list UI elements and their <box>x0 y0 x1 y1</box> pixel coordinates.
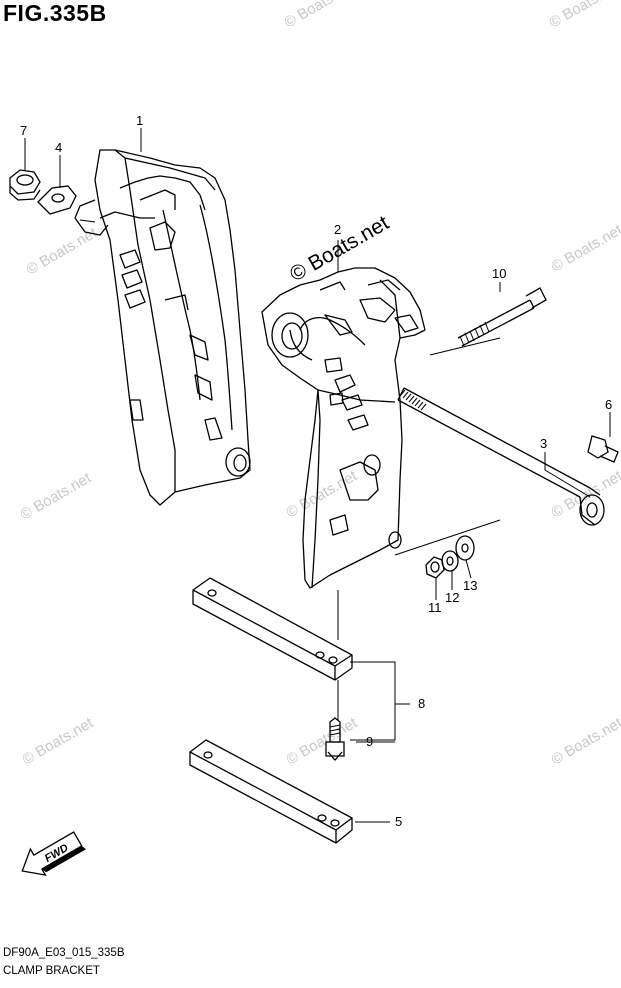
part-10-bolt <box>457 287 547 347</box>
part-7-nut <box>9 169 41 201</box>
watermark-8: © Boats.net <box>20 714 97 768</box>
watermark-10: © Boats.net <box>549 714 621 768</box>
part-1-clamp-bracket-left <box>74 149 251 506</box>
callout-numbers: 1 2 3 4 5 6 7 8 9 10 11 12 13 <box>20 113 612 829</box>
callout-10: 10 <box>492 266 506 281</box>
callout-5: 5 <box>395 814 402 829</box>
fwd-arrow: FWD <box>21 831 86 876</box>
part-11-nut <box>425 556 445 579</box>
part-4-plate <box>37 185 77 215</box>
figure-title: FIG.335B <box>3 0 107 26</box>
part-8-plate-upper <box>192 577 353 681</box>
part-5-plate-lower <box>189 739 353 844</box>
footer-code: DF90A_E03_015_335B <box>3 947 125 959</box>
callout-7: 7 <box>20 123 27 138</box>
part-2-clamp-bracket-right <box>261 267 426 589</box>
footer-name: CLAMP BRACKET <box>3 965 100 977</box>
part-13-washer <box>455 535 475 561</box>
part-3-tilt-tube <box>397 387 605 526</box>
callout-11: 11 <box>428 600 442 615</box>
callout-4: 4 <box>55 140 62 155</box>
part-12-washer <box>441 550 459 572</box>
callout-9: 9 <box>366 734 373 749</box>
watermark-2: © Boats.net <box>547 0 621 31</box>
callout-8: 8 <box>418 696 425 711</box>
watermark-9: © Boats.net <box>284 714 361 768</box>
callout-2: 2 <box>334 222 341 237</box>
callout-6: 6 <box>605 397 612 412</box>
part-9-bolt <box>325 717 345 761</box>
watermark-5: © Boats.net <box>18 469 95 523</box>
callout-3: 3 <box>540 436 547 451</box>
watermark-4: © Boats.net <box>549 221 621 275</box>
callout-12: 12 <box>445 590 459 605</box>
callout-13: 13 <box>463 578 477 593</box>
part-6-bolt <box>587 435 619 463</box>
leader-lines <box>24 128 611 823</box>
callout-1: 1 <box>136 113 143 128</box>
watermarks: © Boats.net © Boats.net © Boats.net © Bo… <box>18 0 621 768</box>
watermark-1: © Boats.net <box>282 0 359 31</box>
watermark-6: © Boats.net <box>284 467 361 521</box>
